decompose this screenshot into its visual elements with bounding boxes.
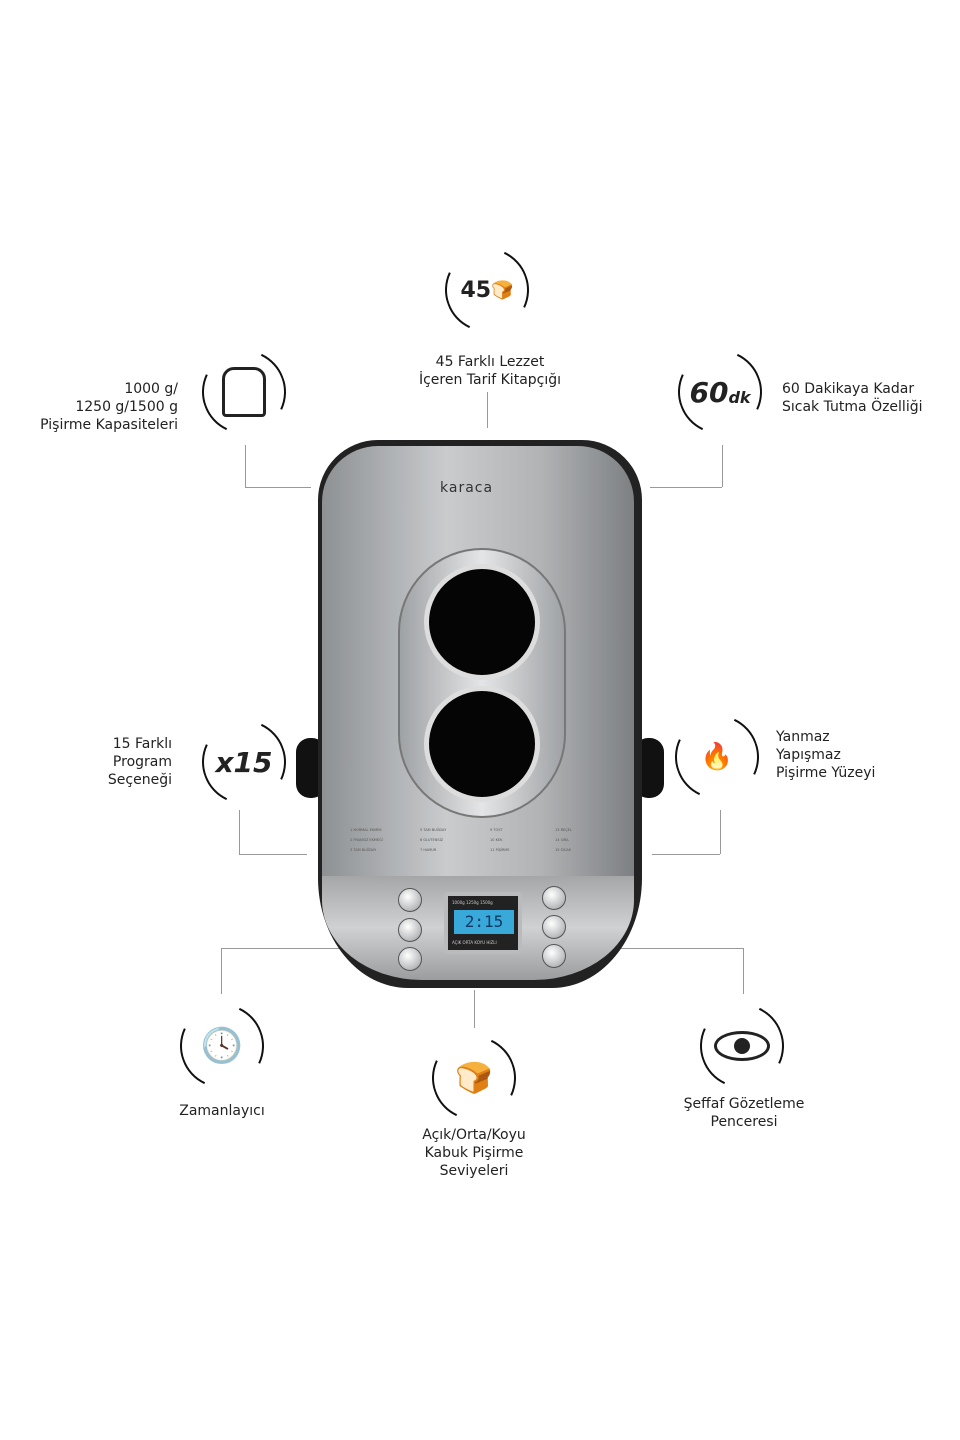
connector: [221, 948, 222, 994]
keep-warm-badge: 60: [689, 375, 729, 409]
connector: [245, 487, 311, 488]
timer-label: Zamanlayıcı: [160, 1102, 284, 1120]
programs-line3: Seçeneği: [107, 772, 172, 788]
timer-line1: Zamanlayıcı: [179, 1103, 265, 1119]
recipe-book-icon: 45🍞: [460, 277, 514, 303]
programs-icon: x15: [202, 720, 286, 804]
connector: [239, 810, 240, 854]
window-label: Şeffaf Gözetleme Penceresi: [664, 1095, 824, 1131]
keep-warm-label: 60 Dakikaya Kadar Sıcak Tutma Özelliği: [782, 380, 952, 416]
nonstick-surface-icon: 🔥: [700, 742, 734, 772]
viewing-window-top: [424, 564, 540, 680]
keep-warm-line2: Sıcak Tutma Özelliği: [782, 399, 923, 415]
weight-button[interactable]: [542, 886, 566, 910]
nonstick-line2: Yapışmaz: [776, 747, 841, 763]
connector: [743, 948, 744, 994]
capacity-label: 1000 g/ 1250 g/1500 g Pişirme Kapasitele…: [20, 380, 178, 434]
lcd-sizes: 1000g 1250g 1500g: [452, 900, 493, 905]
eye-icon: [700, 1004, 784, 1088]
window-line2: Penceresi: [710, 1114, 778, 1130]
crust-label: Açık/Orta/Koyu Kabuk Pişirme Seviyeleri: [390, 1126, 558, 1180]
capacity-line3: Pişirme Kapasiteleri: [40, 417, 178, 433]
keep-warm-unit: dk: [728, 387, 751, 407]
programs-badge: x15: [215, 745, 273, 779]
crust-line1: Açık/Orta/Koyu: [422, 1127, 526, 1143]
connector: [239, 854, 307, 855]
nonstick-line1: Yanmaz: [776, 729, 830, 745]
programs-line1: 15 Farklı: [112, 736, 172, 752]
capacity-line1: 1000 g/: [124, 381, 178, 397]
connector: [245, 445, 246, 487]
lcd-display: 1000g 1250g 1500g 2:15 AÇIK ORTA KOYU HI…: [444, 892, 522, 954]
crust-line2: Kabuk Pişirme: [424, 1145, 524, 1161]
start-stop-button[interactable]: [542, 944, 566, 968]
clock-icon: 🕓: [200, 1026, 244, 1066]
bread-pan-icon: [202, 350, 286, 434]
recipes-line1: 45 Farklı Lezzet: [435, 354, 545, 370]
connector: [720, 810, 721, 854]
time-up-button[interactable]: [398, 918, 422, 942]
viewing-window-bottom: [424, 686, 540, 802]
recipes-badge: 45: [460, 277, 492, 303]
nonstick-label: Yanmaz Yapışmaz Pişirme Yüzeyi: [776, 728, 916, 782]
lcd-time: 2:15: [454, 910, 514, 934]
connector: [620, 948, 743, 949]
crust-line3: Seviyeleri: [439, 1163, 509, 1179]
brand-logo: karaca: [440, 480, 494, 496]
time-down-button[interactable]: [398, 947, 422, 971]
keep-warm-line1: 60 Dakikaya Kadar: [782, 381, 915, 397]
capacity-line2: 1250 g/1500 g: [75, 399, 178, 415]
nonstick-line3: Pişirme Yüzeyi: [776, 765, 876, 781]
connector: [221, 948, 341, 949]
programs-label: 15 Farklı Program Seçeneği: [60, 735, 172, 789]
viewing-window-frame: [398, 548, 566, 818]
crust-button[interactable]: [542, 915, 566, 939]
connector: [722, 445, 723, 487]
menu-button[interactable]: [398, 888, 422, 912]
connector: [474, 990, 475, 1028]
connector: [487, 392, 488, 428]
recipes-label: 45 Farklı Lezzet İçeren Tarif Kitapçığı: [400, 353, 580, 389]
connector: [650, 487, 722, 488]
programs-line2: Program: [112, 754, 172, 770]
lcd-crust-levels: AÇIK ORTA KOYU HIZLI: [452, 940, 497, 945]
connector: [652, 854, 720, 855]
bread-crust-icon: 🍞: [455, 1060, 493, 1096]
recipes-line2: İçeren Tarif Kitapçığı: [418, 372, 562, 388]
window-line1: Şeffaf Gözetleme: [683, 1096, 805, 1112]
